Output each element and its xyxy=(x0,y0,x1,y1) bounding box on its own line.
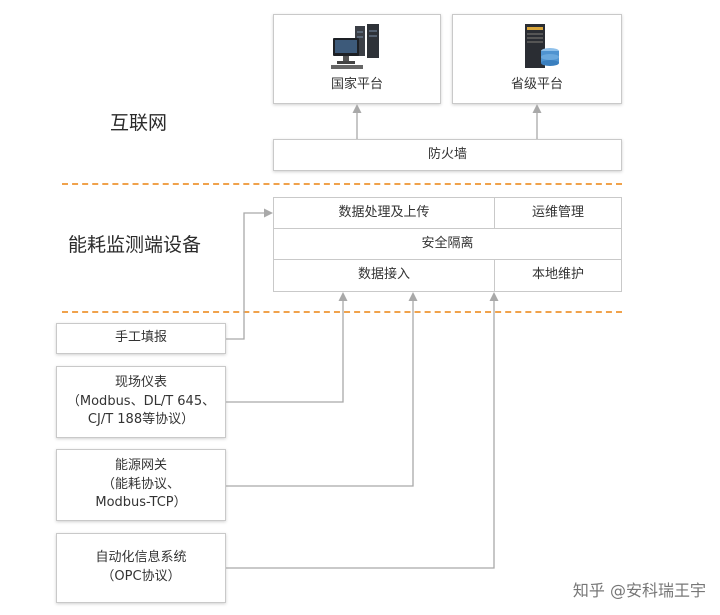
source-field-meter-line2: （Modbus、DL/T 645、 xyxy=(66,393,216,409)
security-isolation-box[interactable]: 安全隔离 xyxy=(273,228,622,260)
section-label-device: 能耗监测端设备 xyxy=(68,234,202,256)
firewall-label: 防火墙 xyxy=(427,146,467,162)
watermark: 知乎 @安科瑞王宇 xyxy=(572,581,706,600)
security-isolation-label: 安全隔离 xyxy=(421,235,474,251)
national-platform-box[interactable]: 国家平台 xyxy=(273,14,441,104)
server-monitor-icon xyxy=(331,23,379,69)
national-platform-label: 国家平台 xyxy=(330,76,383,92)
source-field-meter-line3: CJ/T 188等协议） xyxy=(87,412,195,428)
ops-management-box[interactable]: 运维管理 xyxy=(494,197,622,229)
source-manual-entry-label: 手工填报 xyxy=(114,330,167,346)
local-maintenance-label: 本地维护 xyxy=(531,267,584,283)
firewall-box[interactable]: 防火墙 xyxy=(273,139,622,171)
source-automation-system-title: 自动化信息系统 xyxy=(95,550,187,566)
data-access-label: 数据接入 xyxy=(357,267,410,283)
source-energy-gateway-line3: Modbus-TCP） xyxy=(95,495,187,511)
energy-gateway-to-data-access-arrow xyxy=(226,292,418,487)
source-manual-entry-box[interactable]: 手工填报 xyxy=(56,323,226,354)
local-maintenance-box[interactable]: 本地维护 xyxy=(494,259,622,292)
manual-entry-to-data-processing-arrow xyxy=(226,208,273,340)
separator-top xyxy=(62,183,622,185)
data-access-box[interactable]: 数据接入 xyxy=(273,259,495,292)
ops-management-label: 运维管理 xyxy=(531,204,584,220)
source-field-meter-title: 现场仪表 xyxy=(114,374,167,390)
separator-bottom xyxy=(62,311,622,313)
field-meter-to-data-access-arrow xyxy=(226,292,348,403)
server-database-icon xyxy=(525,23,559,68)
source-energy-gateway-line2: （能耗协议、 xyxy=(101,476,180,492)
source-automation-system-box[interactable]: 自动化信息系统 （OPC协议） xyxy=(56,533,226,603)
source-field-meter-box[interactable]: 现场仪表 （Modbus、DL/T 645、 CJ/T 188等协议） xyxy=(56,366,226,438)
data-processing-label: 数据处理及上传 xyxy=(338,204,430,220)
provincial-platform-label: 省级平台 xyxy=(510,76,563,92)
provincial-platform-box[interactable]: 省级平台 xyxy=(452,14,622,104)
source-energy-gateway-box[interactable]: 能源网关 （能耗协议、 Modbus-TCP） xyxy=(56,449,226,521)
source-automation-system-line2: （OPC协议） xyxy=(101,569,181,584)
automation-system-to-local-maintenance-arrow xyxy=(226,292,499,569)
source-energy-gateway-title: 能源网关 xyxy=(114,457,167,473)
section-label-internet: 互联网 xyxy=(110,112,168,134)
